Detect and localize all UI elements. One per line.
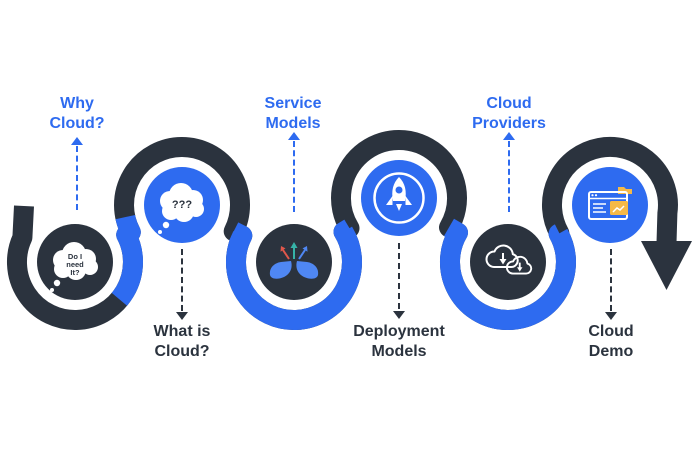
connector-cloud-providers xyxy=(508,141,510,212)
connector-service-models xyxy=(293,141,295,212)
label-line: Why xyxy=(60,95,94,112)
road-segment-blue-1 xyxy=(111,214,143,306)
arrow-down-icon xyxy=(605,312,617,320)
road-segment-blue-2 xyxy=(226,219,362,330)
node-why-cloud: Do I need It? xyxy=(37,224,113,300)
label-line: Service xyxy=(264,95,322,112)
label-line: Models xyxy=(371,342,427,360)
arrow-up-icon xyxy=(71,137,83,145)
svg-text:???: ??? xyxy=(172,199,192,211)
connector-what-is-cloud xyxy=(181,249,183,311)
road-segment-blue-3 xyxy=(439,218,576,330)
connector-deployment-models xyxy=(398,243,400,309)
question-thought-bubble-icon: ??? xyxy=(158,183,204,234)
open-hands-icon xyxy=(269,242,319,279)
arrow-up-icon xyxy=(503,132,515,140)
rocket-icon xyxy=(373,172,425,224)
dashboard-icon xyxy=(588,187,632,220)
node-deployment-models xyxy=(361,160,437,236)
label-line: Deployment xyxy=(353,323,445,340)
svg-text:It?: It? xyxy=(70,268,80,277)
label-line: Demo xyxy=(588,342,634,360)
connector-cloud-demo xyxy=(610,249,612,311)
road-end-arrow-icon xyxy=(641,241,692,290)
node-cloud-demo xyxy=(572,167,648,243)
connector-why-cloud xyxy=(76,146,78,210)
node-what-is-cloud: ??? xyxy=(144,167,220,243)
label-what-is-cloud: What is Cloud? xyxy=(132,322,232,361)
label-line: Providers xyxy=(472,114,546,132)
arrow-down-icon xyxy=(393,311,405,319)
label-deployment-models: Deployment Models xyxy=(334,322,464,361)
node-cloud-providers xyxy=(470,224,546,300)
label-cloud-demo: Cloud Demo xyxy=(561,322,661,361)
label-line: What is xyxy=(153,323,211,340)
label-line: Cloud xyxy=(486,95,532,112)
label-service-models: Service Models xyxy=(243,94,343,133)
label-line: Cloud? xyxy=(154,342,210,360)
label-line: Models xyxy=(265,114,321,132)
label-line: Cloud? xyxy=(49,114,105,132)
label-cloud-providers: Cloud Providers xyxy=(454,94,564,133)
arrow-down-icon xyxy=(176,312,188,320)
svg-text:Do I: Do I xyxy=(68,252,82,261)
label-why-cloud: Why Cloud? xyxy=(27,94,127,133)
arrow-up-icon xyxy=(288,132,300,140)
cloud-download-icon xyxy=(485,244,533,275)
svg-text:need: need xyxy=(66,260,84,269)
thought-cloud-icon: Do I need It? xyxy=(50,242,98,292)
node-service-models xyxy=(256,224,332,300)
label-line: Cloud xyxy=(588,323,634,340)
